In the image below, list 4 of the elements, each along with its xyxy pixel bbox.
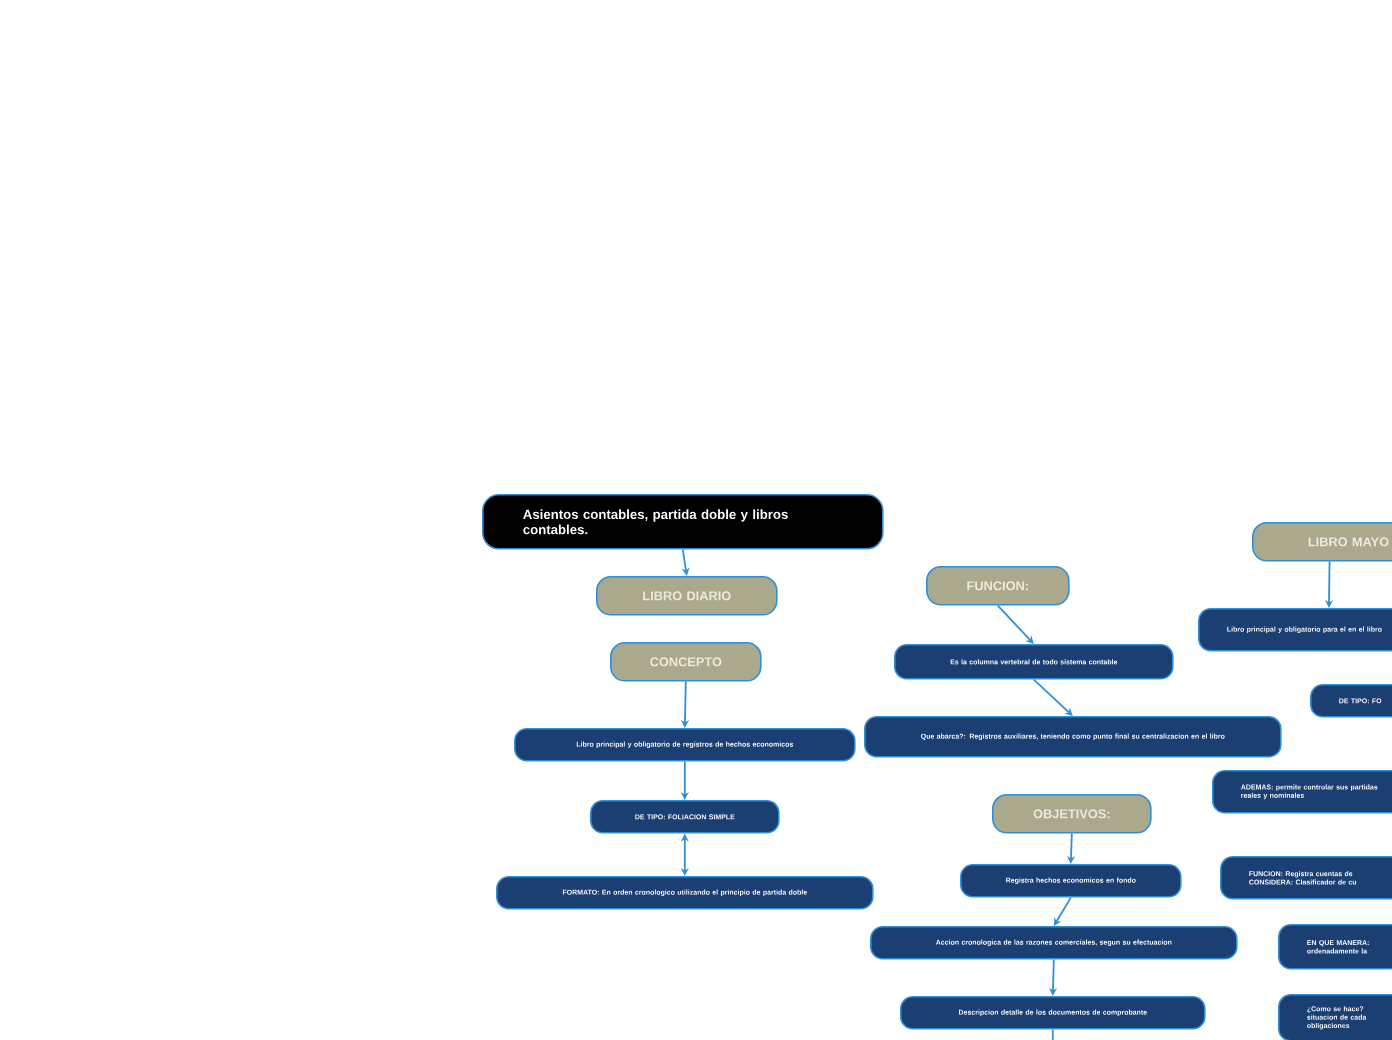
arrow xyxy=(996,604,1034,644)
arrow xyxy=(681,548,690,576)
arrow xyxy=(1053,896,1072,926)
arrow xyxy=(1032,678,1073,716)
